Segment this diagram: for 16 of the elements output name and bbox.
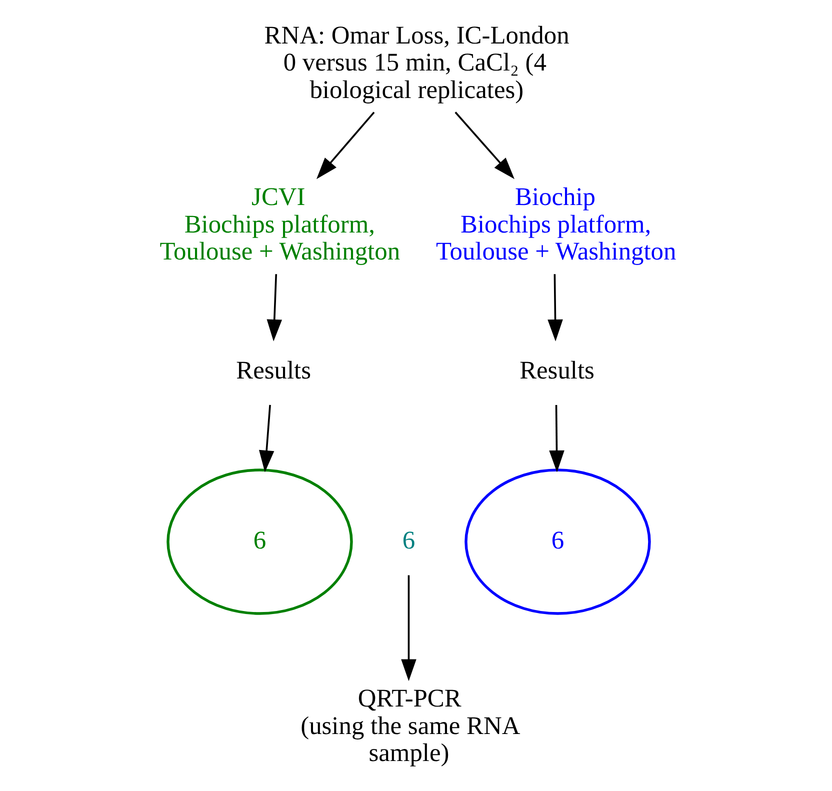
node-ellipse: 6 [464,468,651,615]
node-ellipse: 6 [166,468,353,615]
arrow [548,274,563,342]
arrow [258,404,274,472]
node-text: QRT-PCR (using the same RNA sample) [300,684,520,768]
arrow [316,112,375,180]
arrow [266,274,282,342]
node-text: Biochip Biochips platform, Toulouse + Washington [436,182,676,266]
node-text: Results [520,356,594,385]
node-text: JCVI Biochips platform, Toulouse + Washington [160,182,400,266]
arrow [401,575,416,682]
arrow [454,112,514,180]
node-text: 6 [402,525,416,554]
node-text: Results [236,356,311,385]
arrow [549,404,564,472]
node-text: RNA: Omar Loss, IC-London 0 versus 15 min, CaCl₂ (4 biological replicates) [264,20,570,104]
